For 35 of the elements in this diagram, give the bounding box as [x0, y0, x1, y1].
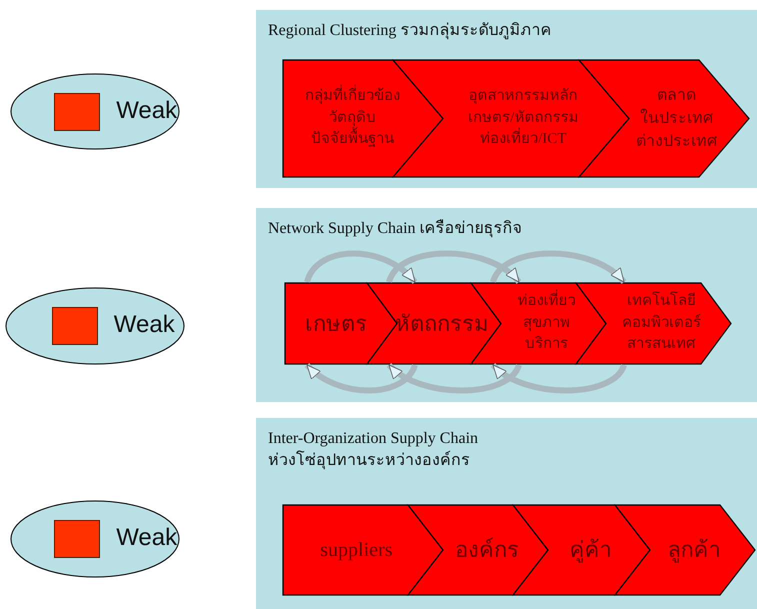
chevron-step — [408, 505, 548, 595]
panel-heading: Inter-Organization Supply Chain ห่วงโซ่อุปทานระหว่างองค์กร — [268, 429, 478, 472]
chevron-step — [367, 283, 501, 364]
step-label: ตลาด ในประเทศ ต่างประเทศ — [636, 86, 717, 152]
panel — [256, 208, 757, 402]
rating-label: Weak — [116, 96, 178, 124]
step-label: เทคโนโลยี คอมพิวเตอร์ สารสนเทศ — [622, 290, 701, 354]
step-label: กลุ่มที่เกี่ยวข้อง วัตถุดิบ ปัจจัยพื้นฐาน — [304, 86, 400, 152]
step-label: เกษตร — [304, 310, 367, 338]
panel — [256, 418, 757, 609]
curved-arrow — [387, 362, 522, 394]
chevron-step — [576, 283, 731, 364]
panel-heading: Regional Clustering รวมกลุ่มระดับภูมิภาค — [268, 21, 552, 42]
chevron-step — [283, 60, 443, 177]
curved-arrow — [386, 250, 522, 284]
curved-arrow — [491, 362, 627, 394]
curved-arrow — [304, 250, 418, 284]
step-label: ลูกค้า — [667, 536, 720, 565]
ellipse-node — [10, 73, 180, 150]
step-label: องค์กร — [454, 536, 519, 564]
step-label: หัตถกรรม — [394, 310, 489, 338]
chevron-step — [615, 505, 755, 595]
panel — [256, 10, 757, 188]
curved-arrow — [490, 250, 626, 284]
ellipse-node — [5, 287, 185, 365]
step-label: ท่องเที่ยว สุขภาพ บริการ — [517, 290, 576, 356]
step-label: คู่ค้า — [569, 536, 612, 565]
step-label: อุตสาหกรรมหลัก เกษตร/หัตถกรรม ท่องเที่ยว/ICT — [468, 86, 578, 150]
chevron-step — [285, 283, 397, 364]
chevron-step — [579, 60, 749, 177]
panel-heading: Network Supply Chain เครือข่ายธุรกิจ — [268, 218, 522, 240]
ellipse-node — [10, 500, 180, 578]
rating-label: Weak — [116, 524, 178, 552]
curved-arrow — [304, 362, 418, 394]
rating-label: Weak — [114, 311, 175, 339]
